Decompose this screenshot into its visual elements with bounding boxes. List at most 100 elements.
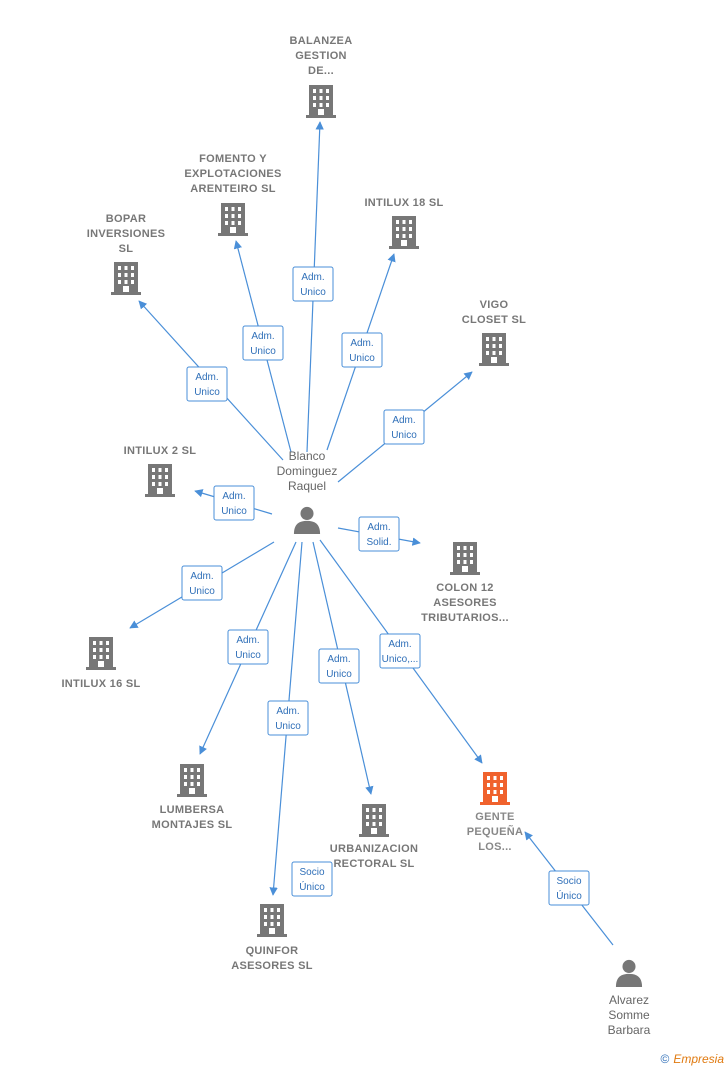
company-label: INTILUX 18 SL [364, 197, 443, 209]
company-node-intilux16[interactable]: INTILUX 16 SL [61, 637, 140, 690]
building-icon [218, 203, 248, 236]
company-node-fomento[interactable]: FOMENTO Y EXPLOTACIONES ARENTEIRO SL [184, 153, 281, 236]
role-badge-box [548, 870, 590, 906]
company-label: ASESORES [433, 597, 497, 609]
company-label: COLON 12 [436, 582, 493, 594]
role-badge-text: Unico [250, 346, 276, 357]
company-node-colon12[interactable]: COLON 12 ASESORES TRIBUTARIOS... [421, 542, 509, 624]
company-node-balanzea[interactable]: BALANZEAGESTIONDE... [290, 35, 353, 118]
role-badge-text: Solid. [366, 537, 391, 548]
role-badge-text: Adm. [327, 654, 350, 665]
role-badge-text: Adm. [190, 571, 213, 582]
role-badge-text: Adm. [195, 372, 218, 383]
role-badge-text: Unico [326, 669, 352, 680]
company-label: ARENTEIRO SL [190, 183, 276, 195]
company-node-intilux2[interactable]: INTILUX 2 SL [124, 445, 197, 497]
role-badge-text: Adm. [222, 491, 245, 502]
role-badge-text: Adm. [388, 639, 411, 650]
company-label: GENTE [475, 811, 514, 823]
building-icon [479, 333, 509, 366]
building-icon [359, 804, 389, 837]
role-badge-text: Adm. [350, 338, 373, 349]
building-icon [480, 772, 510, 805]
company-label: SL [119, 243, 134, 255]
company-node-gente[interactable]: GENTEPEQUEÑALOS... [467, 772, 524, 853]
role-badge-box [186, 366, 228, 402]
building-icon [306, 85, 336, 118]
company-label: RECTORAL SL [333, 858, 414, 870]
company-label: TRIBUTARIOS... [421, 612, 509, 624]
edge-blanco-urbanizacion: Adm. Unico [312, 541, 374, 795]
edge-blanco-fomento: Adm.Unico [233, 240, 292, 453]
brand-name: Empresia [673, 1052, 724, 1066]
role-badge[interactable]: Adm.Unico [292, 266, 334, 302]
edge-blanco-lumbersa: Adm.Unico [199, 541, 297, 755]
role-badge-text: Unico [275, 721, 301, 732]
role-badge-text: Adm. [276, 706, 299, 717]
role-badge-text: Unico,... [382, 654, 419, 665]
role-badge-box [292, 266, 334, 302]
edge-blanco-intilux18: Adm.Unico [326, 253, 396, 451]
company-label: INTILUX 16 SL [61, 678, 140, 690]
role-badge[interactable]: Adm. Unico [213, 485, 255, 521]
role-badge[interactable]: Adm. Unico [383, 409, 425, 445]
company-label: URBANIZACION [330, 843, 419, 855]
person-label: Barbara [608, 1023, 651, 1037]
role-badge-text: Adm. [392, 415, 415, 426]
company-label: BOPAR [106, 213, 146, 225]
role-badge-text: Socio [299, 867, 324, 878]
person-label: Raquel [288, 479, 326, 493]
edges-layer: Adm.UnicoAdm.UnicoAdm.UnicoAdm.UnicoAdm.… [129, 121, 614, 946]
role-badge-box [318, 648, 360, 684]
role-badge-text: Adm. [236, 635, 259, 646]
edge-blanco-intilux16: Adm. Unico [129, 541, 275, 629]
company-node-vigo[interactable]: VIGO CLOSET SL [462, 299, 526, 366]
company-label: DE... [308, 65, 334, 77]
company-label: INTILUX 2 SL [124, 445, 197, 457]
company-label: FOMENTO Y [199, 153, 267, 165]
person-label: Somme [608, 1008, 650, 1022]
role-badge-text: Único [299, 880, 325, 893]
company-label: BALANZEA [290, 35, 353, 47]
company-label: VIGO [480, 299, 509, 311]
building-icon [257, 904, 287, 937]
role-badge[interactable]: Adm. Unico [267, 700, 309, 736]
copyright-symbol: © [660, 1052, 670, 1066]
role-badge-text: Unico [221, 506, 247, 517]
role-badge-box [383, 409, 425, 445]
person-icon [293, 506, 321, 534]
edge-blanco-intilux2: Adm. Unico [194, 485, 273, 521]
role-badge-box [379, 633, 421, 669]
person-label: Blanco [289, 449, 326, 463]
company-node-intilux18[interactable]: INTILUX 18 SL [364, 197, 443, 249]
footer-brand[interactable]: ©Empresia [660, 1052, 724, 1066]
role-badge-box [341, 332, 383, 368]
role-badge[interactable]: Adm.Unico [341, 332, 383, 368]
company-label: QUINFOR [246, 945, 299, 957]
company-node-urbanizacion[interactable]: URBANIZACION RECTORAL SL [330, 804, 419, 870]
role-badge[interactable]: Adm. Unico [181, 565, 223, 601]
role-badge-text: Unico [391, 430, 417, 441]
company-label: EXPLOTACIONES [184, 168, 281, 180]
role-badge-text: Unico [189, 586, 215, 597]
role-badge-box [291, 861, 333, 897]
role-badge[interactable]: Adm.Unico [242, 325, 284, 361]
person-icon [615, 959, 643, 987]
role-badge[interactable]: Adm.Solid. [358, 516, 400, 552]
role-badge[interactable]: Adm. Unico [318, 648, 360, 684]
edge-blanco-bopar: Adm. Unico [138, 300, 284, 461]
role-badge[interactable]: Adm.Unico [186, 366, 228, 402]
role-badge[interactable]: Adm.Unico [227, 629, 269, 665]
role-badge[interactable]: Adm. Unico,... [379, 633, 421, 669]
company-label: CLOSET SL [462, 314, 526, 326]
edge-blanco-gente: Adm. Unico,... [319, 539, 483, 764]
